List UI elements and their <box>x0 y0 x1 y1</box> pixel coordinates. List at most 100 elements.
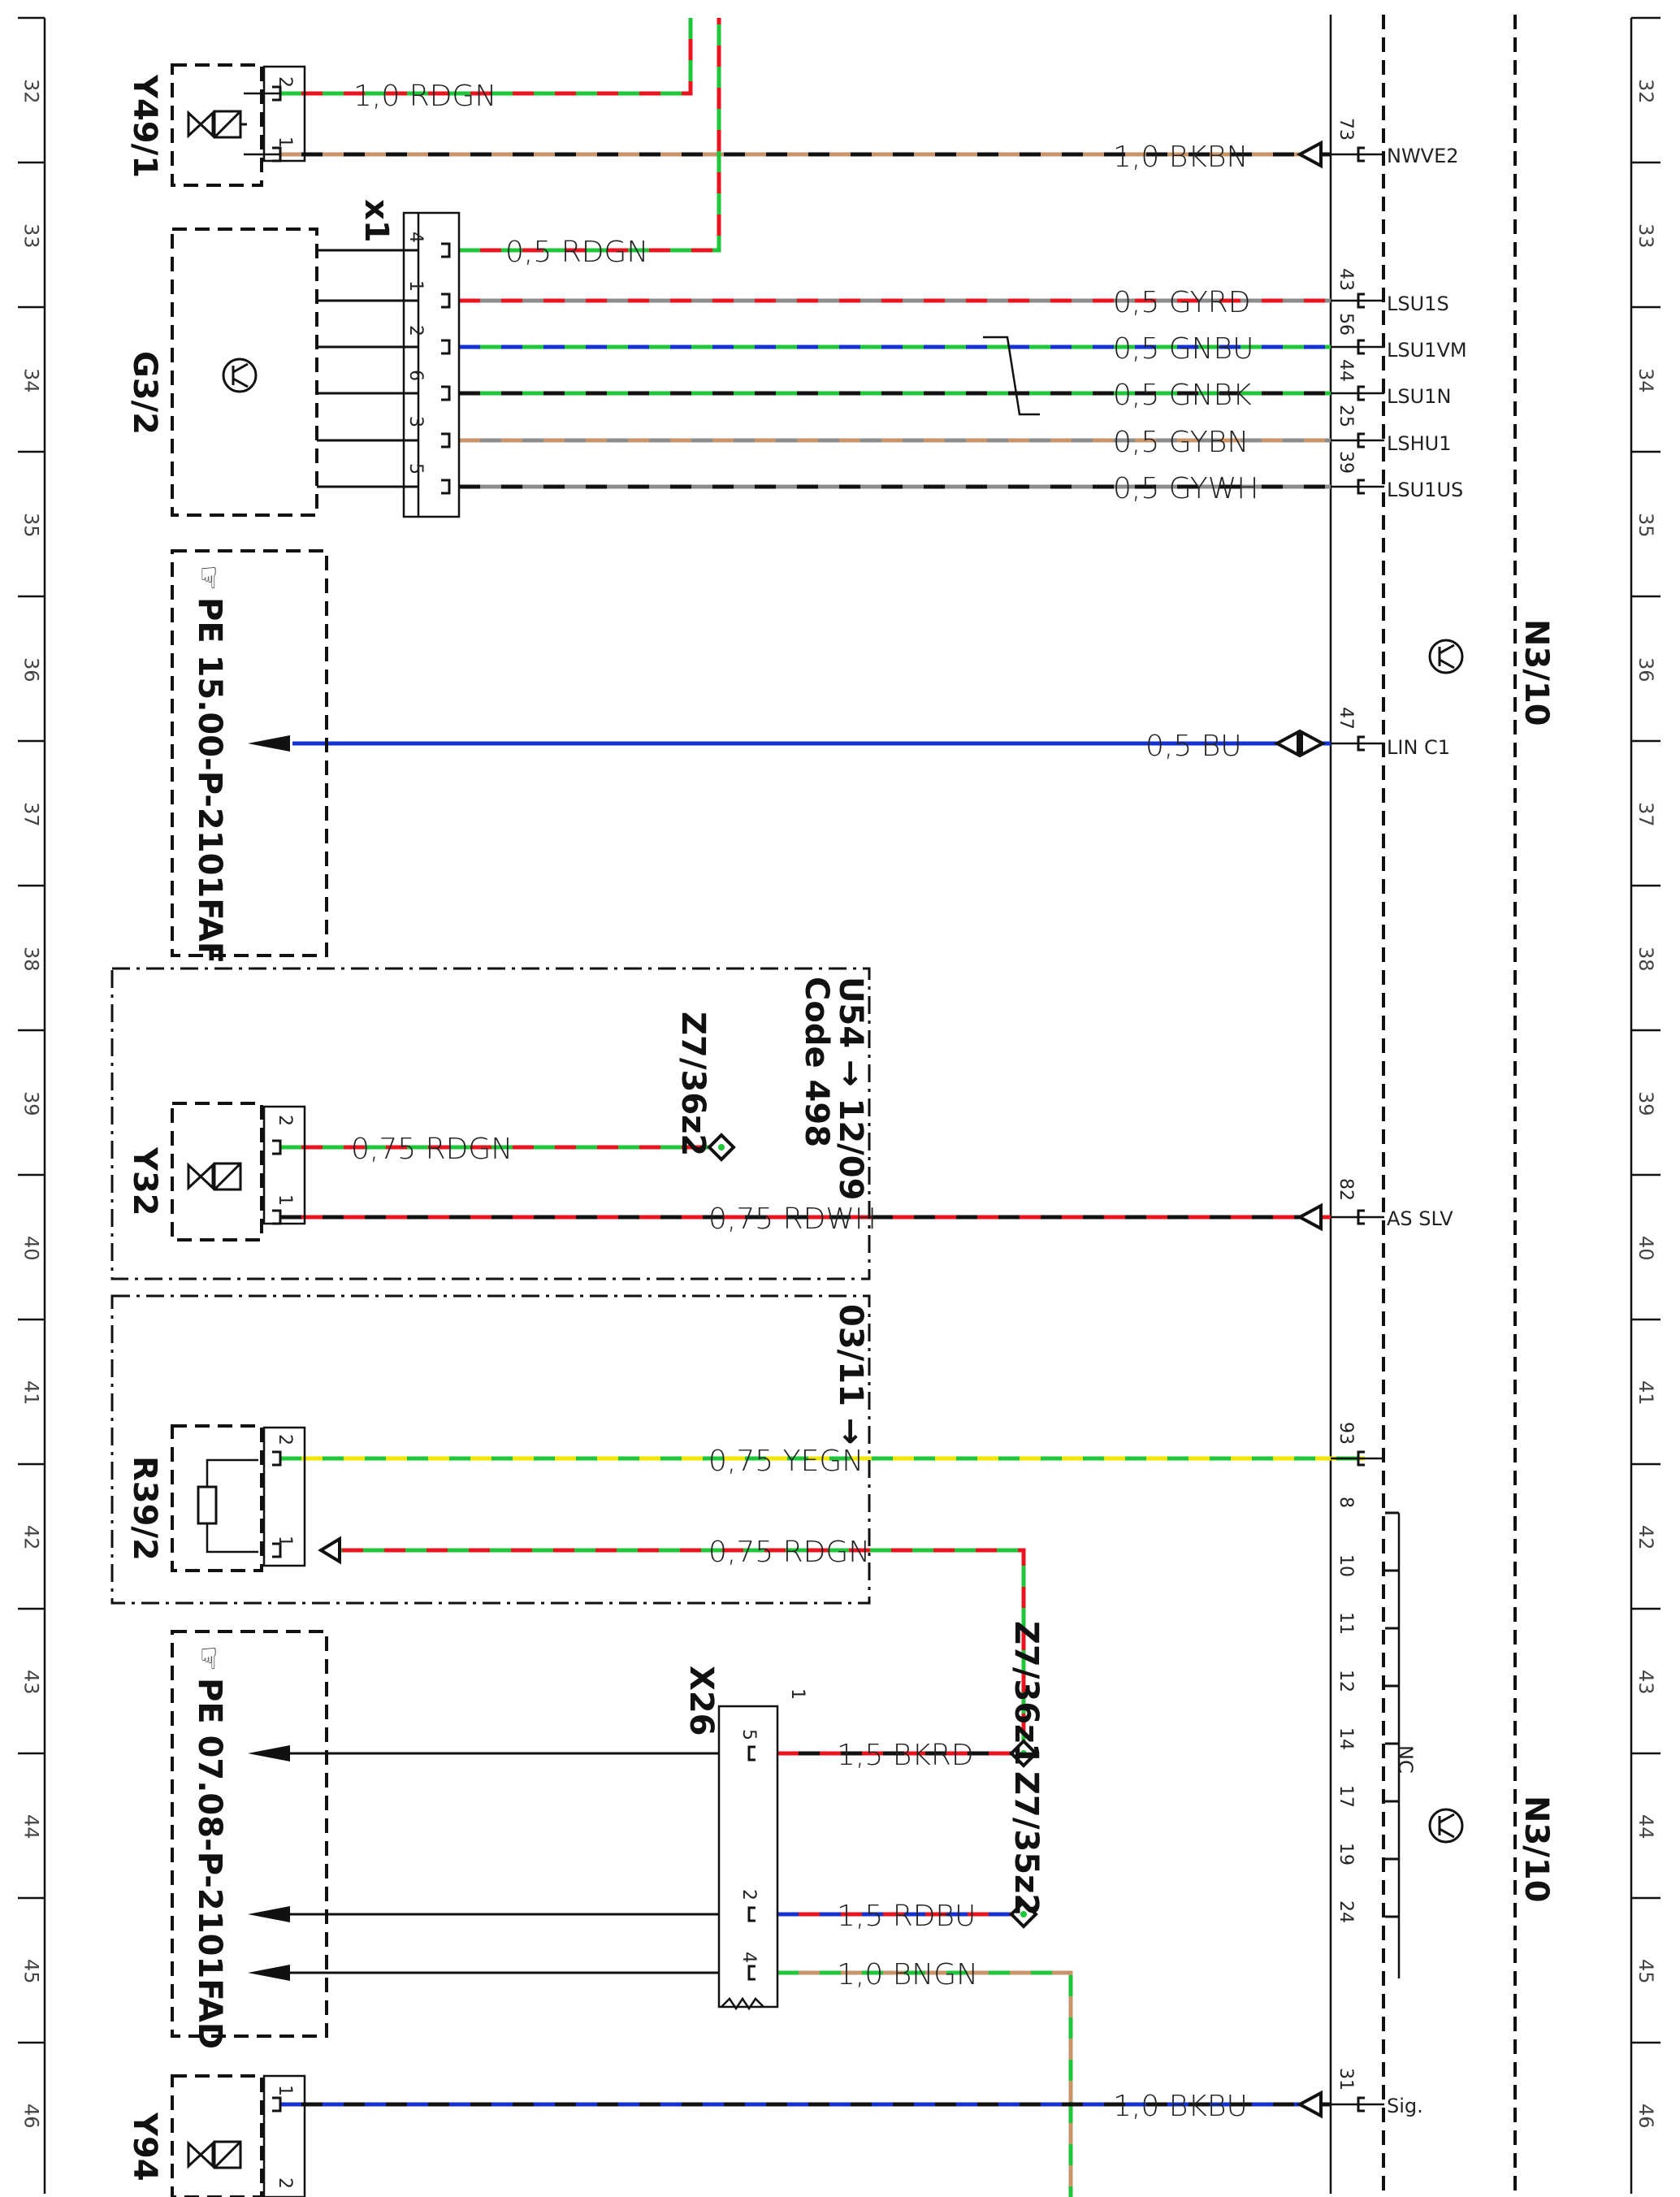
resistor-icon <box>197 1458 258 1554</box>
splice-z7-36z1-label: Z7/36z1 <box>1007 1621 1045 1766</box>
ruler-number: 38 <box>1635 947 1657 972</box>
ecu-signal-name: Sig. <box>1387 2095 1423 2117</box>
wire-stripe <box>459 18 721 253</box>
wire-stripe <box>777 1970 1073 2197</box>
wire-base <box>459 18 721 253</box>
splice-z7-36z2-label: Z7/36z2 <box>674 1012 712 1156</box>
wire-stripe <box>321 1548 1026 1753</box>
ruler-number: 32 <box>1635 79 1657 104</box>
x26-pin-5: 5 <box>738 1729 759 1740</box>
pe-ref-box-bottom: ☞ PE 07.08-P-2101FAD <box>171 1630 328 2049</box>
y32-label: Y32 <box>126 1146 163 1216</box>
y94-pin-2: 2 <box>275 2178 295 2189</box>
ruler-number: 37 <box>20 802 43 827</box>
ecu-pin-number: 73 <box>1336 118 1356 141</box>
wire-layer <box>248 18 1384 2197</box>
ruler-number: 45 <box>20 1959 43 1984</box>
wire-label: 0,75 RDGN <box>708 1536 870 1569</box>
ruler-number: 36 <box>20 657 43 682</box>
ecu-pin-number: 82 <box>1336 1178 1356 1201</box>
pe-ref-box-top: ☞ PE 15.00-P-2101FAF <box>171 549 328 964</box>
ruler-number: 39 <box>1635 1091 1657 1116</box>
ecu-pin-number: 25 <box>1336 405 1356 427</box>
ruler-number: 46 <box>20 2104 43 2129</box>
ruler-number: 38 <box>20 947 43 972</box>
ruler-number: 35 <box>20 513 43 538</box>
x1-pin-numbers: 4 1 2 6 3 5 <box>405 232 426 474</box>
wire-label: 1,0 BKBN <box>1113 141 1248 174</box>
wire-label: 1,0 RDGN <box>353 80 496 113</box>
ruler-number: 46 <box>1635 2104 1657 2129</box>
ruler-number: 43 <box>20 1670 43 1695</box>
nc-pin-number: 11 <box>1336 1612 1356 1635</box>
ruler-number: 35 <box>1635 513 1657 538</box>
ecu-pin-number: 56 <box>1336 313 1356 336</box>
nc-pin-number: 10 <box>1336 1554 1356 1577</box>
wire-stripe <box>280 18 693 96</box>
ecu-pin-number: 43 <box>1336 268 1356 291</box>
ruler-number: 33 <box>1635 223 1657 249</box>
wire-label: 0,5 GNBU <box>1113 332 1254 366</box>
y49-label: Y49/1 <box>126 74 163 178</box>
nc-pin-number: 8 <box>1336 1497 1356 1508</box>
valve-y94: Y94 1 2 <box>126 2074 306 2197</box>
wire-label: 1,5 RDBU <box>837 1900 976 1933</box>
hand-pointer-icon: ☞ <box>192 1645 225 1671</box>
y32-pin-1: 1 <box>275 1194 295 1206</box>
valve-symbol-icon <box>187 2140 242 2169</box>
ecu-pin-number: 39 <box>1336 451 1356 474</box>
wire-label-layer: 1,0 RDGN 1,0 BKBN 0,5 RDGN 0,5 GYRD 0,5 … <box>351 80 1258 2123</box>
ruler-number: 42 <box>1635 1525 1657 1550</box>
ecu-signal-name: LSU1N <box>1387 385 1451 408</box>
ruler-number: 33 <box>20 223 43 249</box>
wire-label: 0,75 RDGN <box>351 1133 513 1166</box>
pin-socket <box>441 242 451 258</box>
ecu-signal-name: LSU1VM <box>1387 339 1467 362</box>
ecu-n310: N3/10 N3/10 <box>1329 15 1555 2194</box>
wire-label: 0,5 GYBN <box>1113 426 1249 459</box>
wire-base <box>321 1548 1026 1753</box>
x1-pin-4: 4 <box>405 232 426 243</box>
ruler-number: 41 <box>1635 1380 1657 1406</box>
ecu-signal-name: NWVE2 <box>1387 145 1459 167</box>
ruler-number: 34 <box>20 368 43 393</box>
ruler-number: 37 <box>1635 802 1657 827</box>
wire-label: 0,5 GYRD <box>1113 286 1251 319</box>
wire-label: 0,5 GYWH <box>1113 472 1258 505</box>
ecu-transistor-icon-upper <box>1428 639 1464 674</box>
ruler-number: 44 <box>1635 1814 1657 1840</box>
ecu-pin-number: 93 <box>1336 1422 1356 1445</box>
ruler-number: 45 <box>1635 1959 1657 1984</box>
heater-r39-2: R39/2 2 1 <box>126 1424 306 1572</box>
pin-socket <box>441 339 451 355</box>
hand-pointer-icon: ☞ <box>192 565 225 591</box>
wire-label: 0,5 GNBK <box>1113 379 1252 412</box>
r392-label: R39/2 <box>126 1456 163 1561</box>
y49-pin-1: 1 <box>275 136 295 148</box>
nc-pin-number: 17 <box>1336 1785 1356 1808</box>
twisted-pair-mark <box>983 336 1040 416</box>
transistor-icon <box>222 358 258 393</box>
x1-pin-3: 3 <box>405 416 426 427</box>
r39-pin-2: 2 <box>275 1434 295 1445</box>
pe-ref-bottom: PE 07.08-P-2101FAD <box>191 1678 228 2049</box>
wire-label: 0,5 RDGN <box>505 236 648 269</box>
splice-z7-35z2-label: Z7/35z2 <box>1007 1771 1045 1916</box>
nc-label: NC <box>1394 1745 1417 1774</box>
pin-socket <box>272 1542 282 1558</box>
ruler-number: 40 <box>20 1236 43 1261</box>
x1-pin-6: 6 <box>405 370 426 381</box>
ecu-signal-name: LIN C1 <box>1387 736 1450 759</box>
y49-pin-2: 2 <box>275 76 295 88</box>
x1-pin-1: 1 <box>405 280 426 292</box>
pe-ref-top: PE 15.00-P-2101FAF <box>191 597 228 964</box>
signal-direction-icon <box>1296 1202 1323 1232</box>
y32-pin-2: 2 <box>275 1115 295 1126</box>
connector-x26: X26 1 5 2 4 <box>682 1666 808 2011</box>
wire-label: 0,75 RDWH <box>708 1202 877 1236</box>
nc-pin-number: 19 <box>1336 1843 1356 1866</box>
ecu-signal-name: LSHU1 <box>1387 432 1452 455</box>
pin-socket <box>441 385 451 401</box>
wire-label: 0,5 BU <box>1145 730 1242 763</box>
